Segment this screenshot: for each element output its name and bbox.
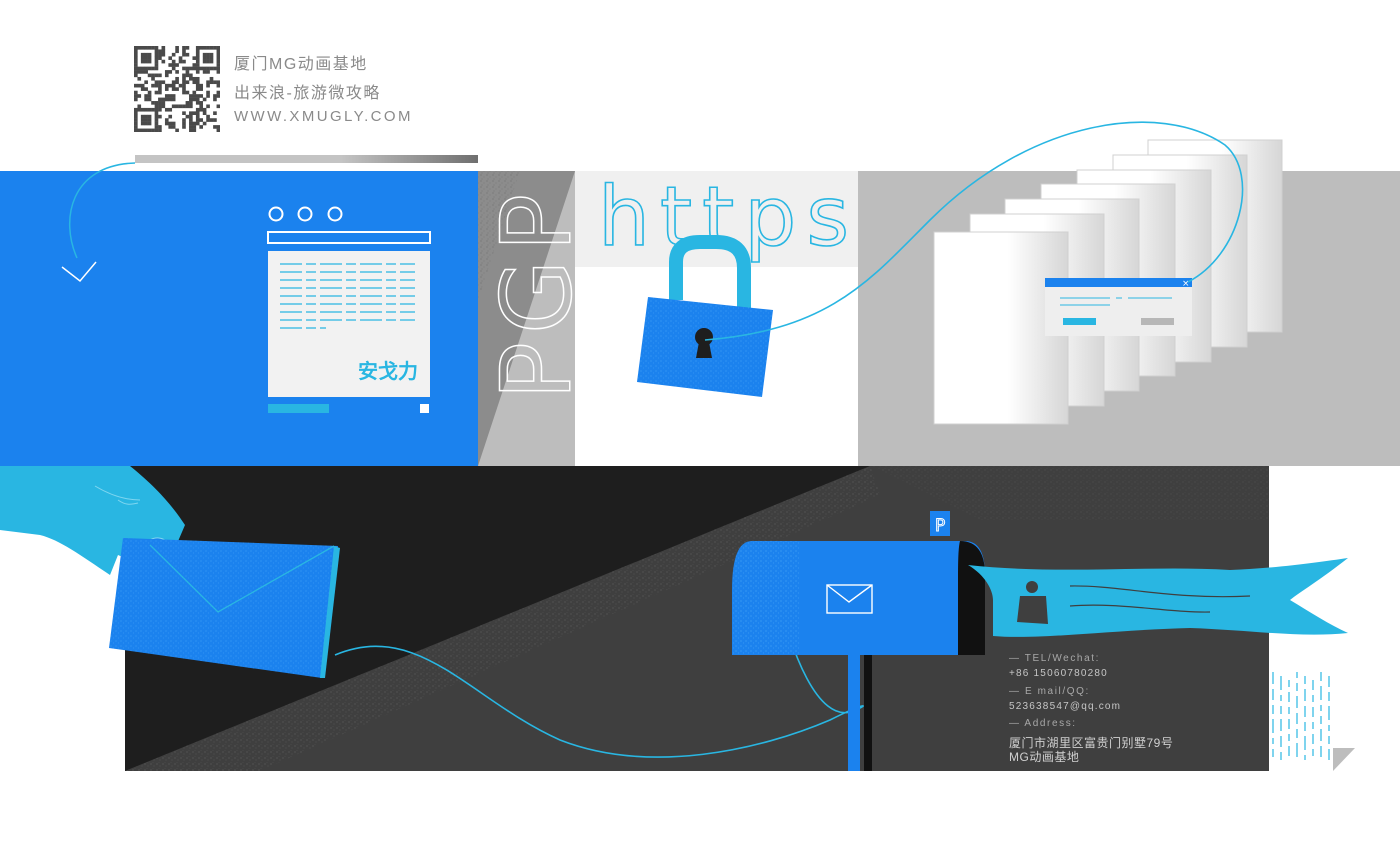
brand-slogan: 出来浪-旅游微攻略	[234, 85, 381, 102]
letter-ribbon	[968, 558, 1348, 637]
contact-email-value[interactable]: 523638547@qq.com	[1009, 701, 1122, 712]
mailbox-illustration: P	[732, 511, 985, 771]
brand-name: 厦门MG动画基地	[234, 56, 368, 73]
checkmark-icon	[61, 261, 97, 283]
browser-logo: 安戈力	[358, 359, 418, 383]
svg-text:PGP: PGP	[481, 186, 593, 400]
qr-code	[134, 46, 221, 133]
close-icon: ×	[1182, 279, 1190, 289]
window-dot-icon	[327, 206, 343, 222]
corner-triangle-icon	[1333, 748, 1355, 771]
padlock-icon	[637, 235, 773, 397]
browser-checkbox	[420, 404, 429, 413]
contact-address-label: — Address:	[1009, 718, 1077, 729]
https-header	[575, 171, 858, 267]
curve-arrow	[69, 162, 136, 259]
text-lines	[280, 263, 415, 329]
pgp-shadow	[478, 171, 575, 466]
contact-address-line1: 厦门市湖里区富贵门别墅79号	[1009, 736, 1174, 750]
dialog-window: ×	[1045, 278, 1192, 336]
browser-button	[268, 404, 329, 413]
dialog-cancel-button	[1141, 318, 1174, 325]
mail-icon	[826, 584, 873, 614]
contact-email-label: — E mail/QQ:	[1009, 686, 1090, 697]
window-dot-icon	[297, 206, 313, 222]
brand-website[interactable]: WWW.XMUGLY.COM	[234, 108, 413, 125]
https-label: https	[598, 170, 859, 265]
address-bar	[267, 231, 431, 244]
contact-tel-value[interactable]: +86 15060780280	[1009, 668, 1108, 679]
window-dot-icon	[268, 206, 284, 222]
user-icon	[1017, 581, 1048, 624]
dialog-confirm-button	[1063, 318, 1096, 325]
decorative-dashes	[1272, 672, 1330, 760]
pgp-label: PGP	[480, 185, 594, 401]
connection-curve	[704, 121, 1244, 341]
contact-address-line2: MG动画基地	[1009, 750, 1080, 764]
mailbox-flag-label: P	[935, 516, 945, 536]
browser-content	[268, 251, 430, 397]
contact-tel-label: — TEL/Wechat:	[1009, 653, 1101, 664]
envelope-icon	[109, 538, 340, 678]
mailbox-flag	[930, 511, 950, 536]
browser-window: 安戈力	[267, 206, 431, 413]
mail-curve	[334, 574, 864, 758]
header-divider-bar	[135, 155, 478, 163]
